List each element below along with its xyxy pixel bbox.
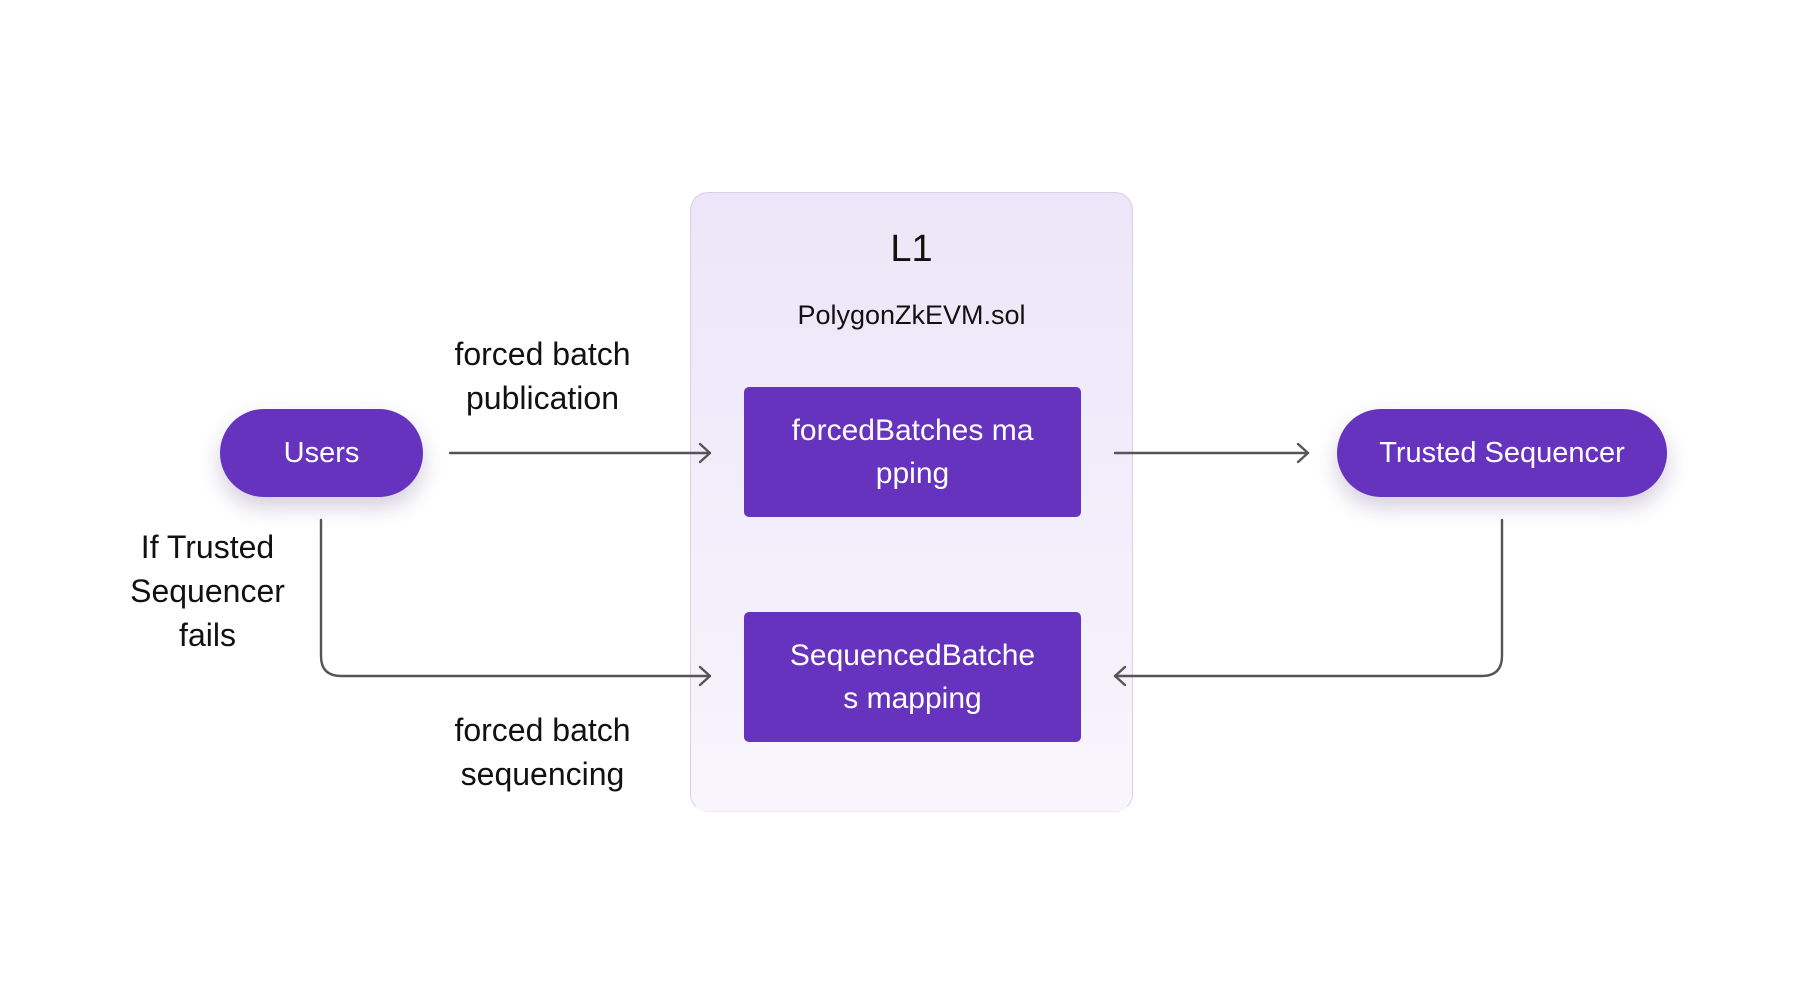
sequencing-arrow (319, 518, 712, 678)
label-line: If Trusted (140, 529, 275, 565)
publication-arrowhead (698, 442, 712, 464)
users-node: Users (220, 409, 423, 497)
sequencer-return-arrowhead (1113, 665, 1127, 687)
label-line: forced batch (454, 336, 631, 372)
forced-batch-publication-label: forced batch publication (420, 332, 665, 420)
forced-batch-sequencing-label: forced batch sequencing (420, 708, 665, 796)
forced-to-sequencer-arrowhead (1296, 442, 1310, 464)
label-line: Sequencer (130, 573, 285, 609)
sequenced-batches-mapping-box: SequencedBatches mapping (744, 612, 1081, 742)
sequencer-return-arrow (1113, 518, 1504, 678)
label-line: sequencing (460, 756, 625, 792)
label-line: fails (179, 617, 236, 653)
sequencer-fails-label: If Trusted Sequencer fails (100, 525, 315, 657)
trusted-sequencer-node: Trusted Sequencer (1337, 409, 1667, 497)
l1-title: L1 (890, 228, 933, 270)
label-line: forced batch (454, 712, 631, 748)
label-line: publication (466, 380, 619, 416)
contract-name: PolygonZkEVM.sol (797, 300, 1026, 330)
sequencing-arrowhead (698, 665, 712, 687)
forced-batches-mapping-box: forcedBatches mapping (744, 387, 1081, 517)
